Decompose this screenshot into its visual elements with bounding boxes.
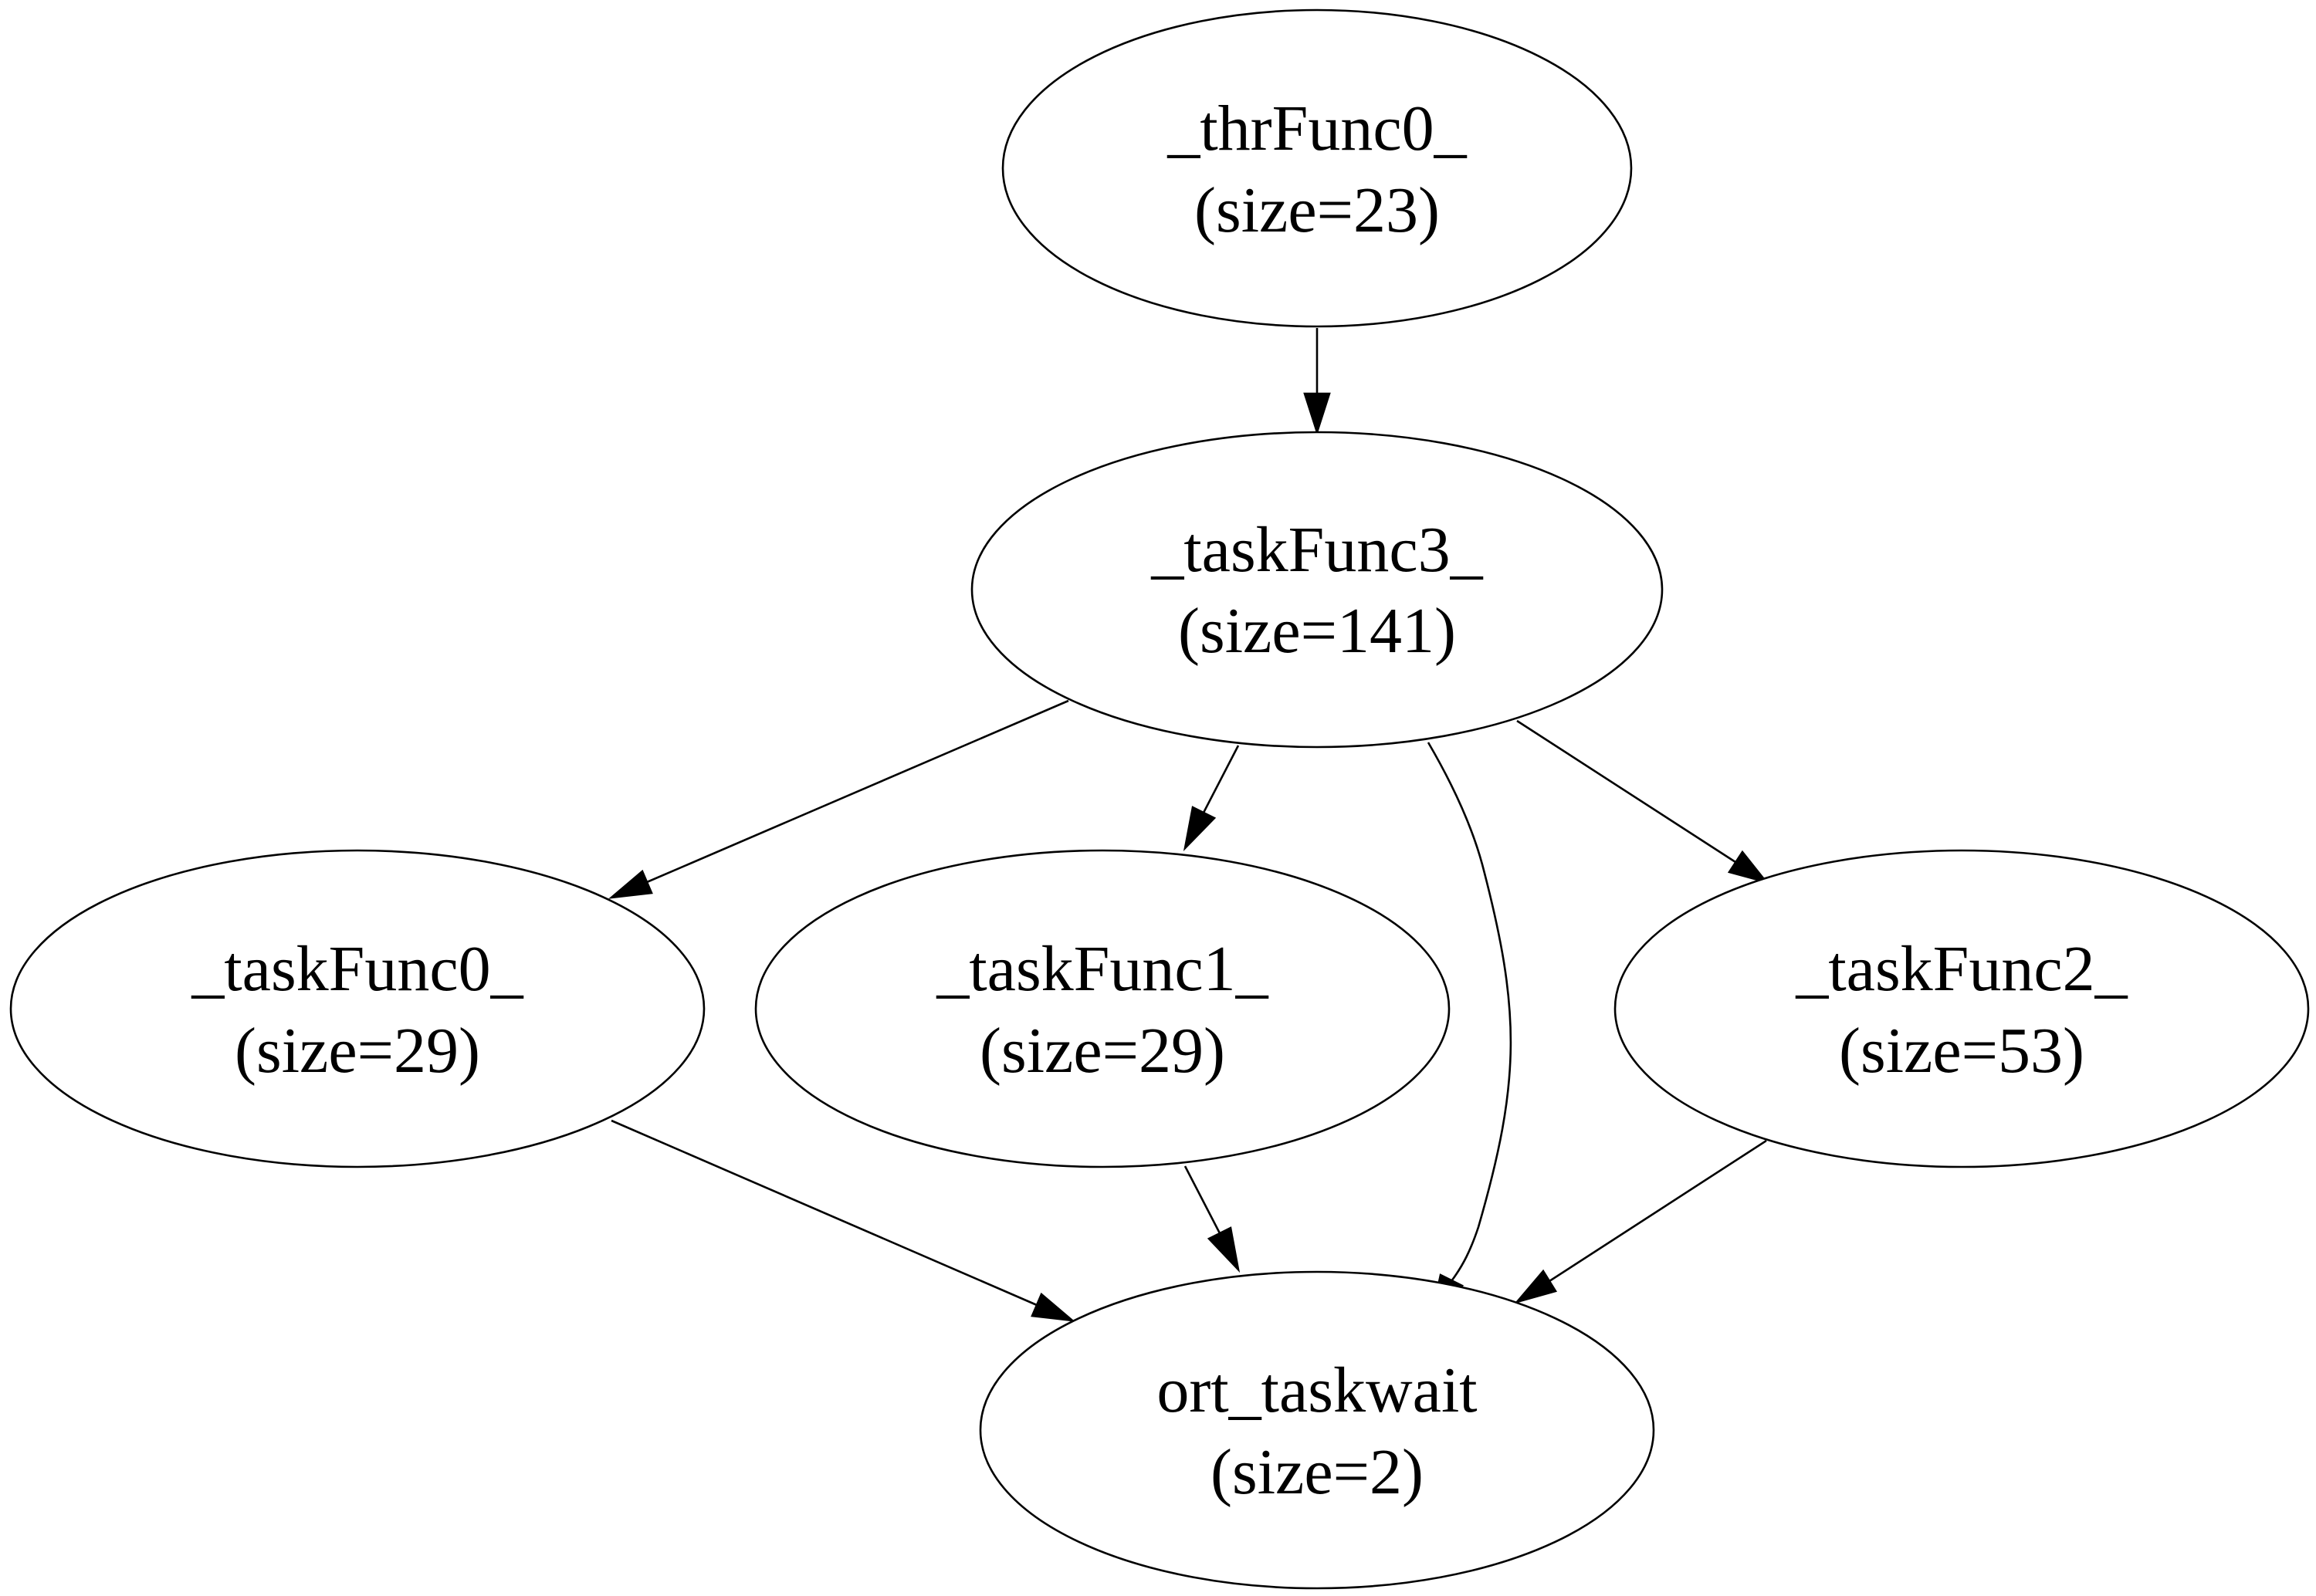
node-ellipse <box>9 849 706 1168</box>
node-size: (size=141) <box>1178 595 1456 667</box>
node-size: (size=2) <box>1210 1436 1424 1508</box>
node-ellipse <box>1613 849 2310 1168</box>
node-name: _taskFunc1_ <box>936 933 1268 1005</box>
node-name: _taskFunc3_ <box>1150 514 1483 586</box>
node-ellipse <box>979 1270 1655 1590</box>
edge-taskFunc2-to-ort_taskwait <box>1514 1139 1767 1304</box>
node-taskFunc2[interactable]: _taskFunc2_ (size=53) <box>1613 849 2310 1168</box>
node-name: ort_taskwait <box>1156 1354 1477 1426</box>
node-ellipse <box>754 849 1451 1168</box>
node-size: (size=29) <box>980 1015 1225 1087</box>
node-name: _taskFunc0_ <box>191 933 523 1005</box>
node-size: (size=23) <box>1194 174 1440 246</box>
node-size: (size=53) <box>1839 1015 2084 1087</box>
nodes: _thrFunc0_ (size=23) _taskFunc3_ (size=1… <box>9 8 2310 1590</box>
edge-taskFunc0-to-ort_taskwait <box>611 1119 1076 1322</box>
edge-taskFunc1-to-ort_taskwait <box>1183 1165 1241 1273</box>
node-thrFunc0[interactable]: _thrFunc0_ (size=23) <box>1001 8 1633 328</box>
edge-thrFunc0-to-taskFunc3 <box>1303 328 1331 436</box>
node-ellipse <box>970 431 1664 749</box>
edge-taskFunc3-to-taskFunc0 <box>608 699 1069 899</box>
edge-taskFunc3-to-taskFunc2 <box>1516 719 1769 884</box>
node-size: (size=29) <box>235 1015 480 1087</box>
node-name: _thrFunc0_ <box>1166 93 1467 164</box>
edge-taskFunc3-to-taskFunc1 <box>1183 745 1240 851</box>
node-ort_taskwait[interactable]: ort_taskwait (size=2) <box>979 1270 1655 1590</box>
node-ellipse <box>1001 8 1633 328</box>
node-name: _taskFunc2_ <box>1795 933 2128 1005</box>
node-taskFunc3[interactable]: _taskFunc3_ (size=141) <box>970 431 1664 749</box>
node-taskFunc0[interactable]: _taskFunc0_ (size=29) <box>9 849 706 1168</box>
node-taskFunc1[interactable]: _taskFunc1_ (size=29) <box>754 849 1451 1168</box>
